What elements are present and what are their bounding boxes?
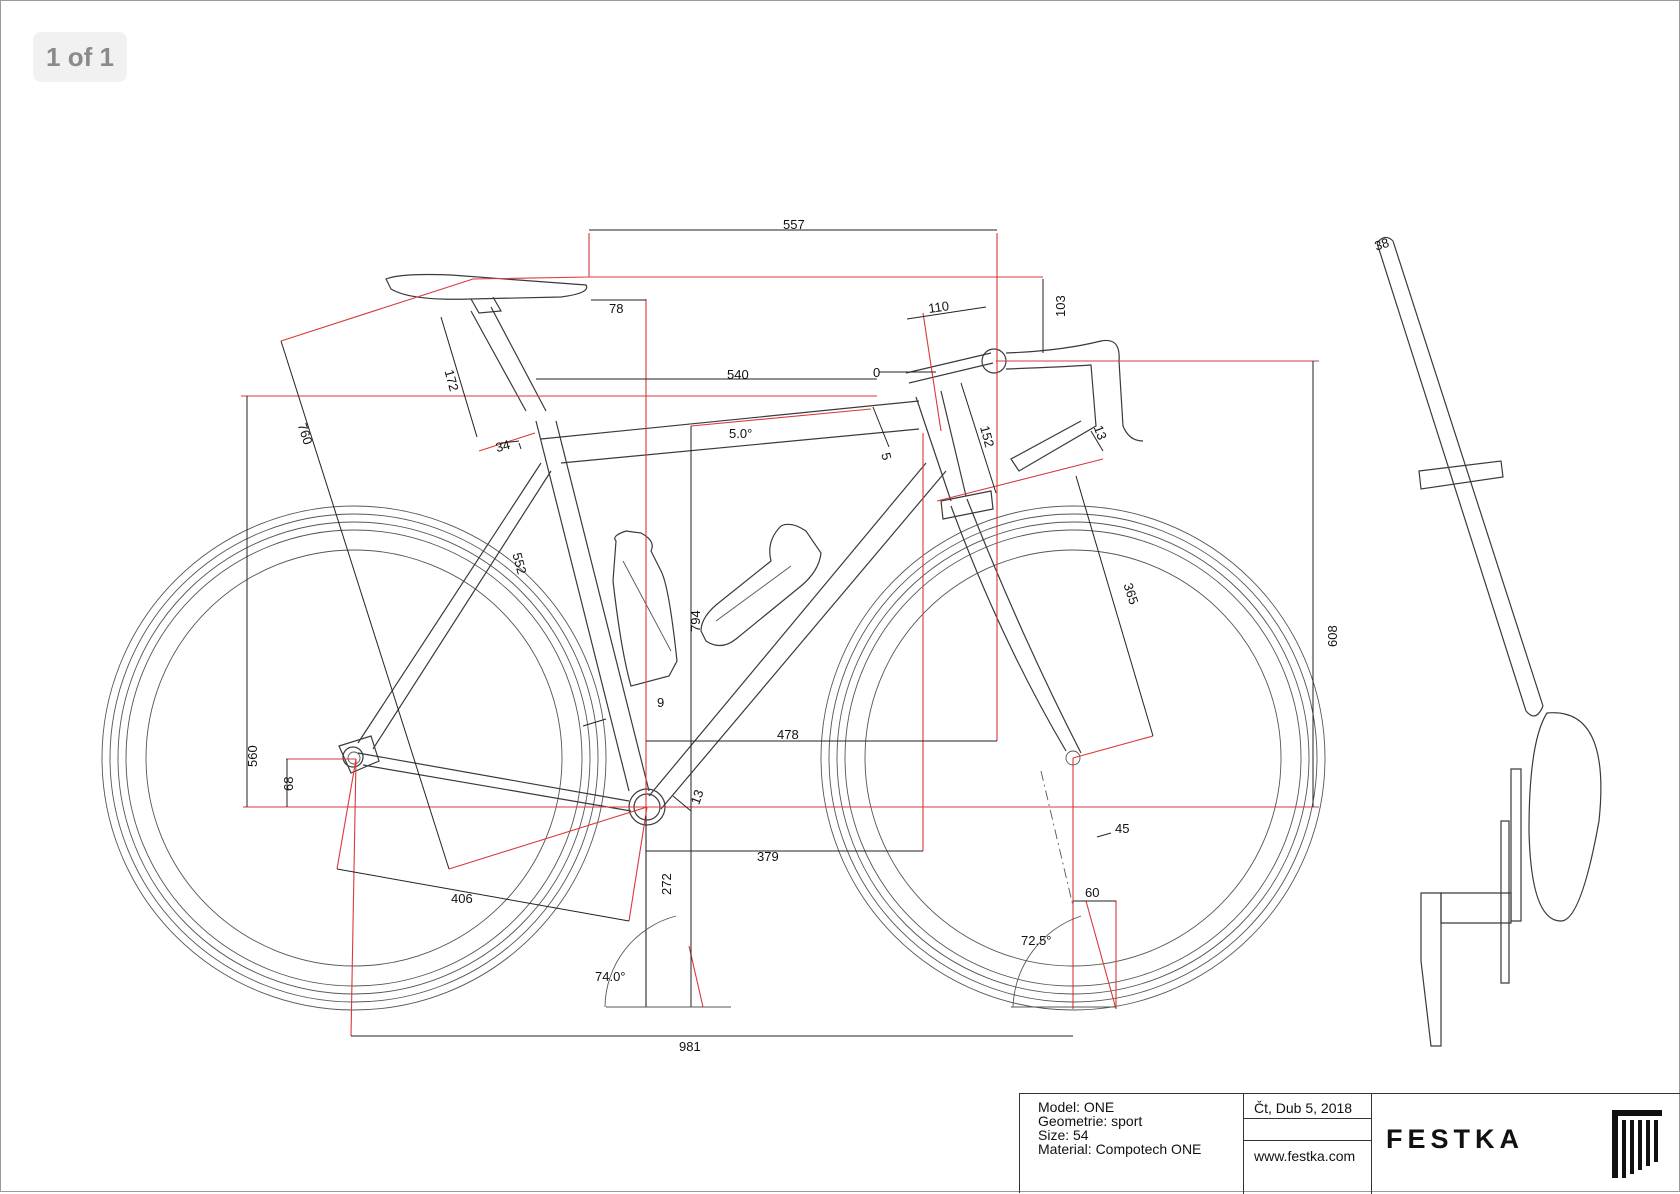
title-block: Model: ONE Geometrie: sport Size: 54 Mat…	[1019, 1093, 1680, 1194]
dim-effective-top-tube: 557	[783, 217, 805, 232]
dim-bb-height-ref: 794	[688, 610, 703, 632]
stem-handlebar	[905, 339, 1144, 472]
side-view-fork	[1376, 236, 1544, 717]
dim-seatpost-exposed: 172	[442, 368, 462, 393]
divider	[1244, 1118, 1372, 1119]
dim-reach: 478	[777, 727, 799, 742]
divider	[1244, 1140, 1372, 1141]
bottle-down-tube	[700, 523, 822, 647]
dim-bb-offset: 13	[688, 788, 707, 807]
dim-bar-offset: 13	[1091, 423, 1110, 442]
dim-top-tube-angle: 5.0°	[729, 426, 752, 441]
dim-chainstay: 406	[451, 891, 473, 906]
dim-stack: 608	[1325, 625, 1340, 647]
dim-seat-tube-offset: 34	[494, 437, 512, 455]
title-block-info: Čt, Dub 5, 2018 www.festka.com	[1244, 1094, 1372, 1194]
page-indicator[interactable]: 1 of 1	[33, 32, 127, 82]
dim-bb-drop: 68	[281, 777, 296, 791]
side-view-crankset	[1420, 712, 1602, 1047]
dim-stem-length: 110	[927, 298, 950, 316]
frame	[338, 306, 1082, 826]
material-label: Material: Compotech ONE	[1038, 1141, 1202, 1157]
dim-seat-tube: 552	[510, 551, 530, 576]
angle-arcs	[604, 770, 1116, 1008]
rear-wheel	[101, 505, 607, 1011]
dim-handlebar-width: 38	[1373, 235, 1391, 254]
dim-wheelbase: 981	[679, 1039, 701, 1054]
date-label: Čt, Dub 5, 2018	[1254, 1100, 1353, 1116]
saddle	[385, 273, 588, 314]
dim-stack-to-saddle: 103	[1053, 295, 1068, 317]
dimension-lines	[246, 229, 1314, 1037]
dim-spacer: 0	[873, 365, 880, 380]
model-label: Model: ONE	[1038, 1099, 1115, 1115]
dimension-labels: 557 78 110 103 172 540 0 5.0° 5 152 13 7…	[245, 217, 1391, 1054]
dim-head-tube: 152	[977, 424, 997, 449]
dim-head-angle: 72.5°	[1021, 933, 1052, 948]
dim-seat-angle: 74.0°	[595, 969, 626, 984]
dim-bb-to-ground: 272	[659, 873, 674, 895]
dim-front-center-ref: 379	[757, 849, 779, 864]
dim-tire-clearance: 9	[657, 695, 664, 710]
brand-logo-icon	[1612, 1110, 1662, 1178]
brand-name: FESTKA	[1386, 1124, 1524, 1154]
bottle-seat-tube	[612, 530, 678, 687]
dim-fork-offset: 45	[1115, 821, 1129, 836]
dim-fork-length: 365	[1121, 581, 1142, 606]
title-block-specs: Model: ONE Geometrie: sport Size: 54 Mat…	[1020, 1094, 1244, 1194]
dim-saddle-height: 760	[295, 421, 316, 446]
dim-top-tube: 540	[727, 367, 749, 382]
dim-rear-center-height: 560	[245, 745, 260, 767]
size-label: Size: 54	[1038, 1127, 1089, 1143]
reference-lines	[241, 233, 1319, 1037]
geometry-label: Geometrie: sport	[1038, 1113, 1143, 1129]
website-label: www.festka.com	[1254, 1148, 1356, 1164]
dim-trail: 60	[1085, 885, 1099, 900]
dim-saddle-setback: 78	[609, 301, 623, 316]
dim-top-tube-offset: 5	[878, 451, 894, 462]
